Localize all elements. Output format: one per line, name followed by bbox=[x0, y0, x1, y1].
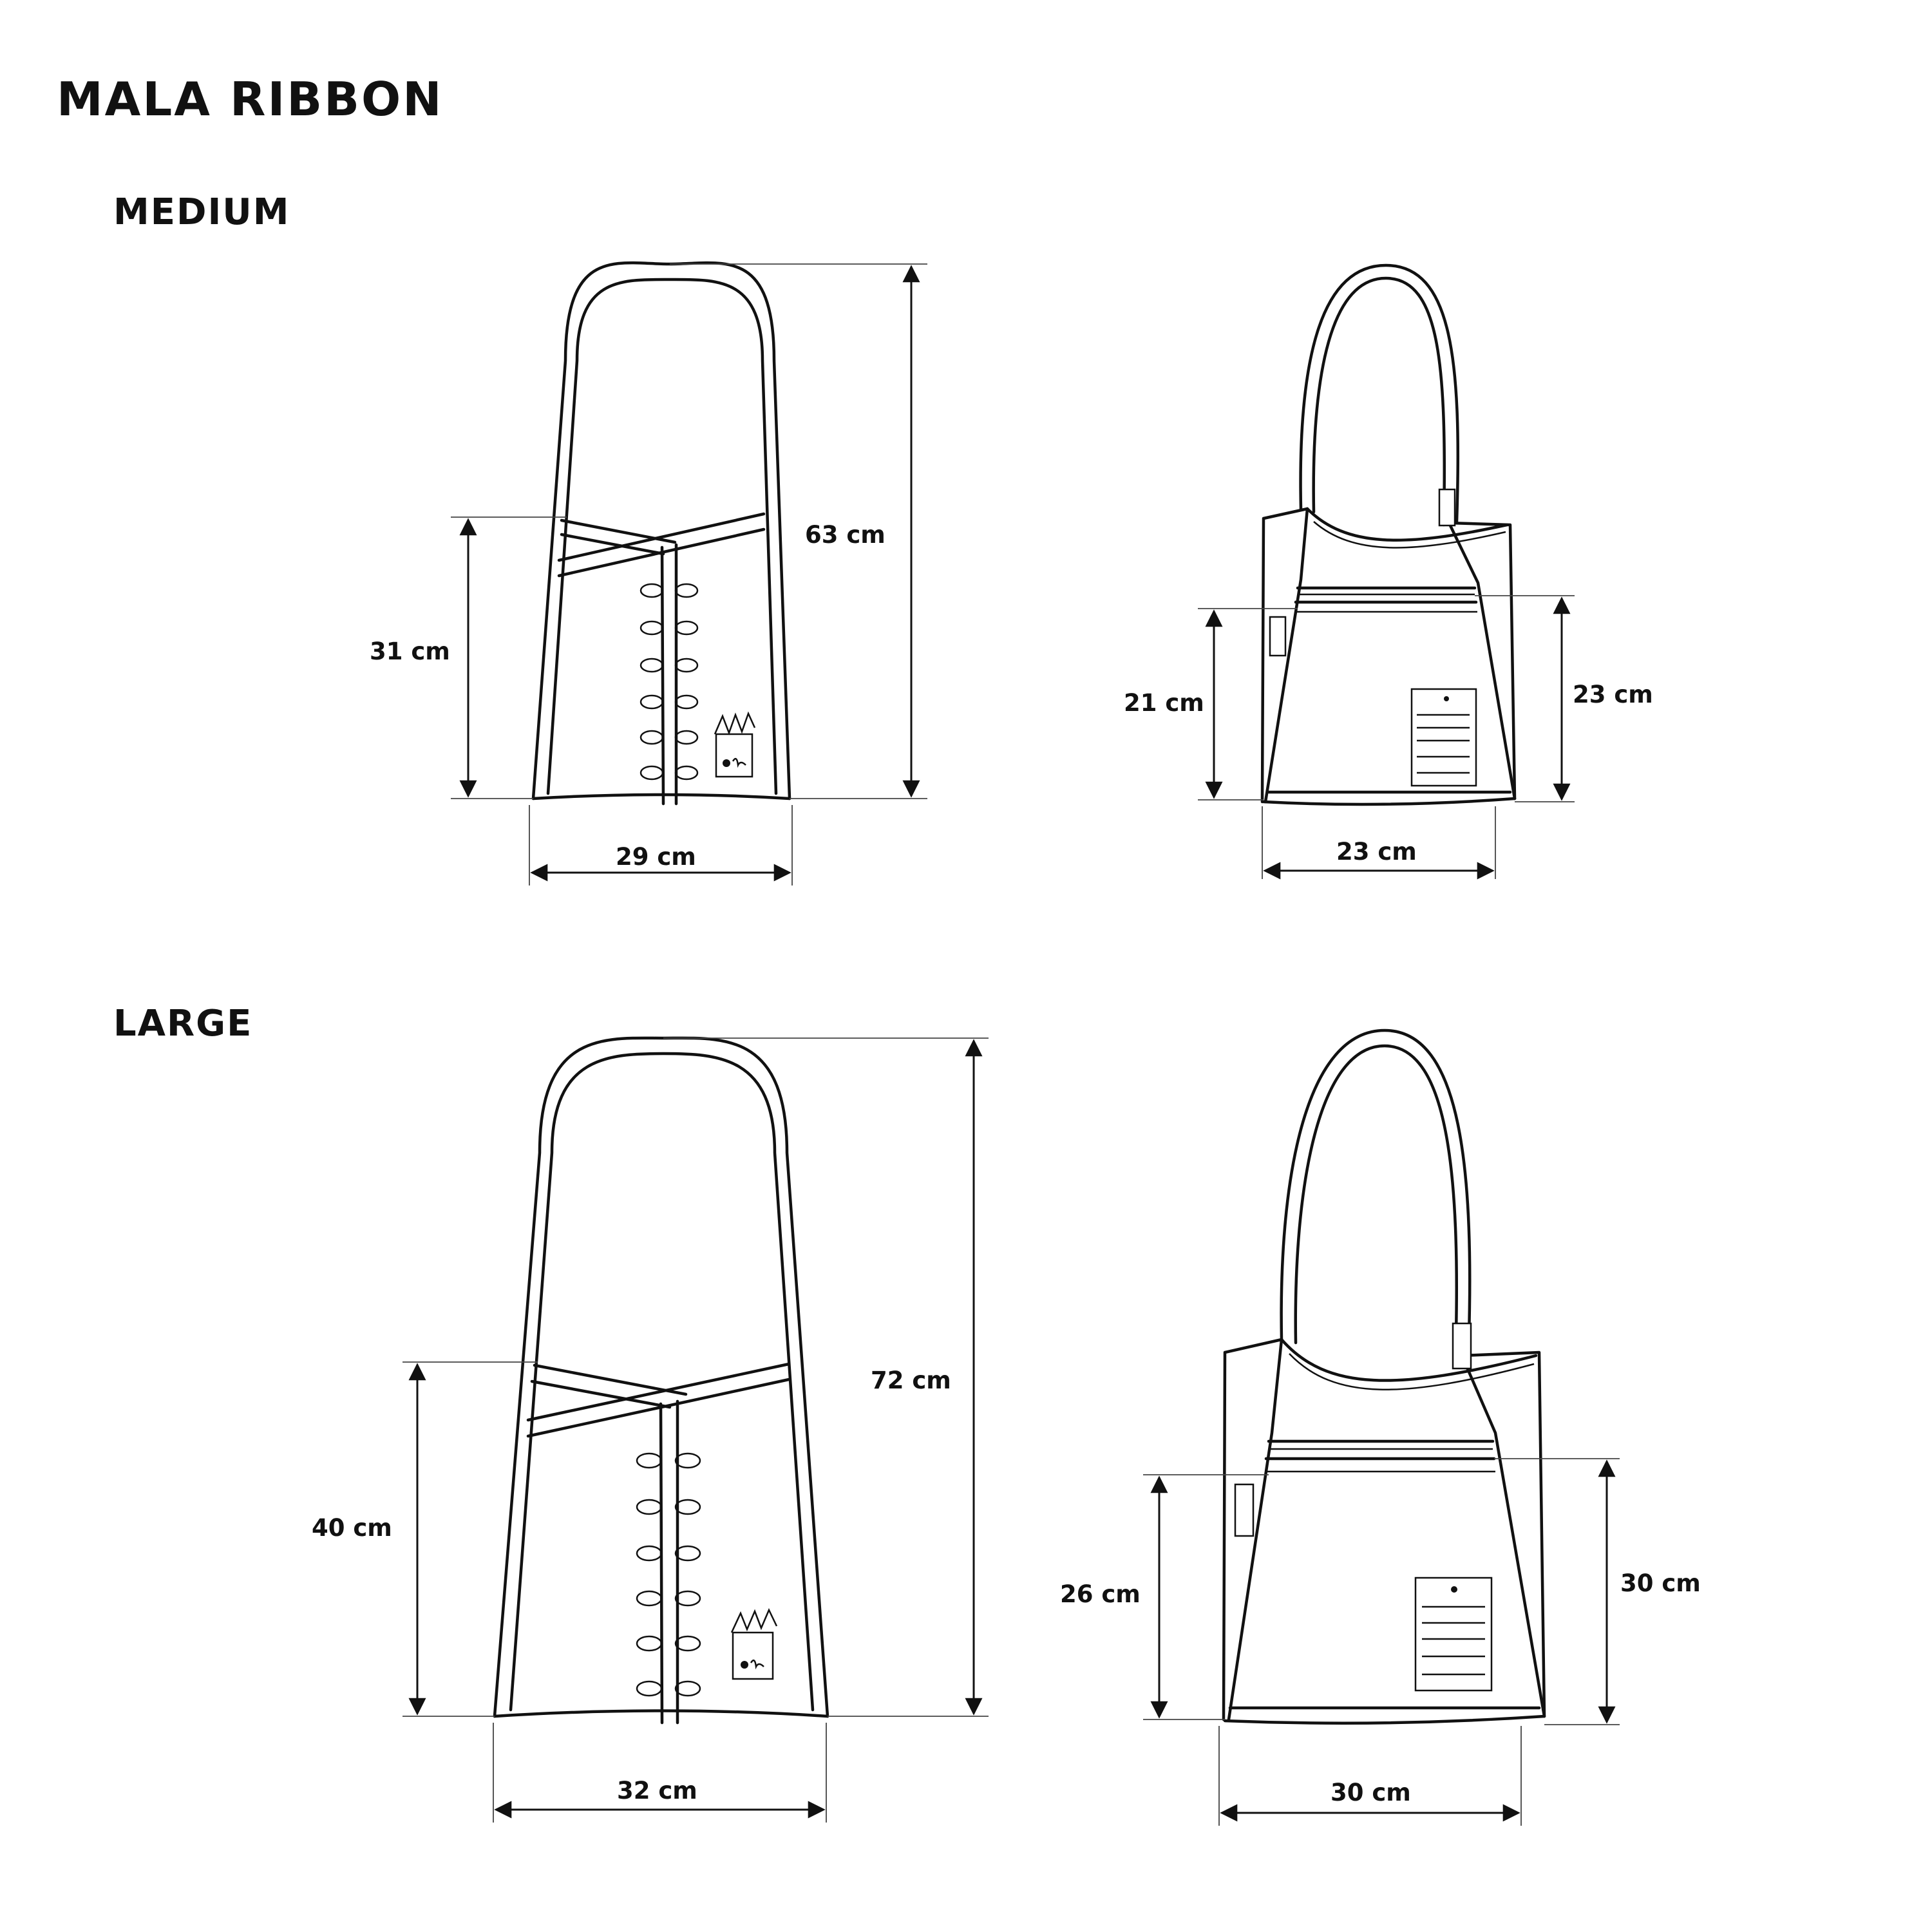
large-side-left-height-label: 26 cm bbox=[1060, 1580, 1141, 1608]
medium-front-body-height-label: 31 cm bbox=[370, 638, 450, 665]
section-large-label: LARGE bbox=[113, 1003, 253, 1045]
large-side-width-label: 30 cm bbox=[1331, 1779, 1411, 1806]
large-front-dimensions bbox=[402, 1037, 989, 1823]
medium-side-right-height-label: 23 cm bbox=[1573, 681, 1653, 708]
medium-side-left-height-label: 21 cm bbox=[1124, 689, 1204, 717]
large-side-dimensions bbox=[1143, 1458, 1620, 1826]
large-front-body-height-label: 40 cm bbox=[312, 1514, 392, 1542]
medium-side-bag bbox=[1260, 263, 1517, 806]
product-title: MALA RIBBON bbox=[57, 72, 444, 126]
large-front-bag bbox=[493, 1036, 829, 1725]
medium-strap-height-label: 63 cm bbox=[805, 521, 886, 549]
medium-front-toggles bbox=[639, 583, 699, 781]
large-strap-height-label: 72 cm bbox=[871, 1367, 951, 1394]
medium-front-brand-tag bbox=[715, 733, 753, 778]
medium-side-care-label bbox=[1410, 688, 1477, 787]
large-front-brand-tag bbox=[732, 1631, 774, 1680]
large-side-bag bbox=[1222, 1028, 1546, 1725]
section-medium-label: MEDIUM bbox=[113, 191, 290, 233]
medium-side-dimensions bbox=[1198, 595, 1575, 880]
medium-front-dimensions bbox=[451, 263, 927, 886]
large-side-right-height-label: 30 cm bbox=[1620, 1569, 1701, 1597]
large-front-toggles bbox=[636, 1452, 701, 1697]
medium-side-width-label: 23 cm bbox=[1336, 838, 1417, 866]
large-front-width-label: 32 cm bbox=[617, 1777, 697, 1804]
medium-front-bag bbox=[531, 261, 791, 806]
large-side-care-label bbox=[1414, 1577, 1493, 1692]
medium-front-width-label: 29 cm bbox=[616, 843, 696, 871]
